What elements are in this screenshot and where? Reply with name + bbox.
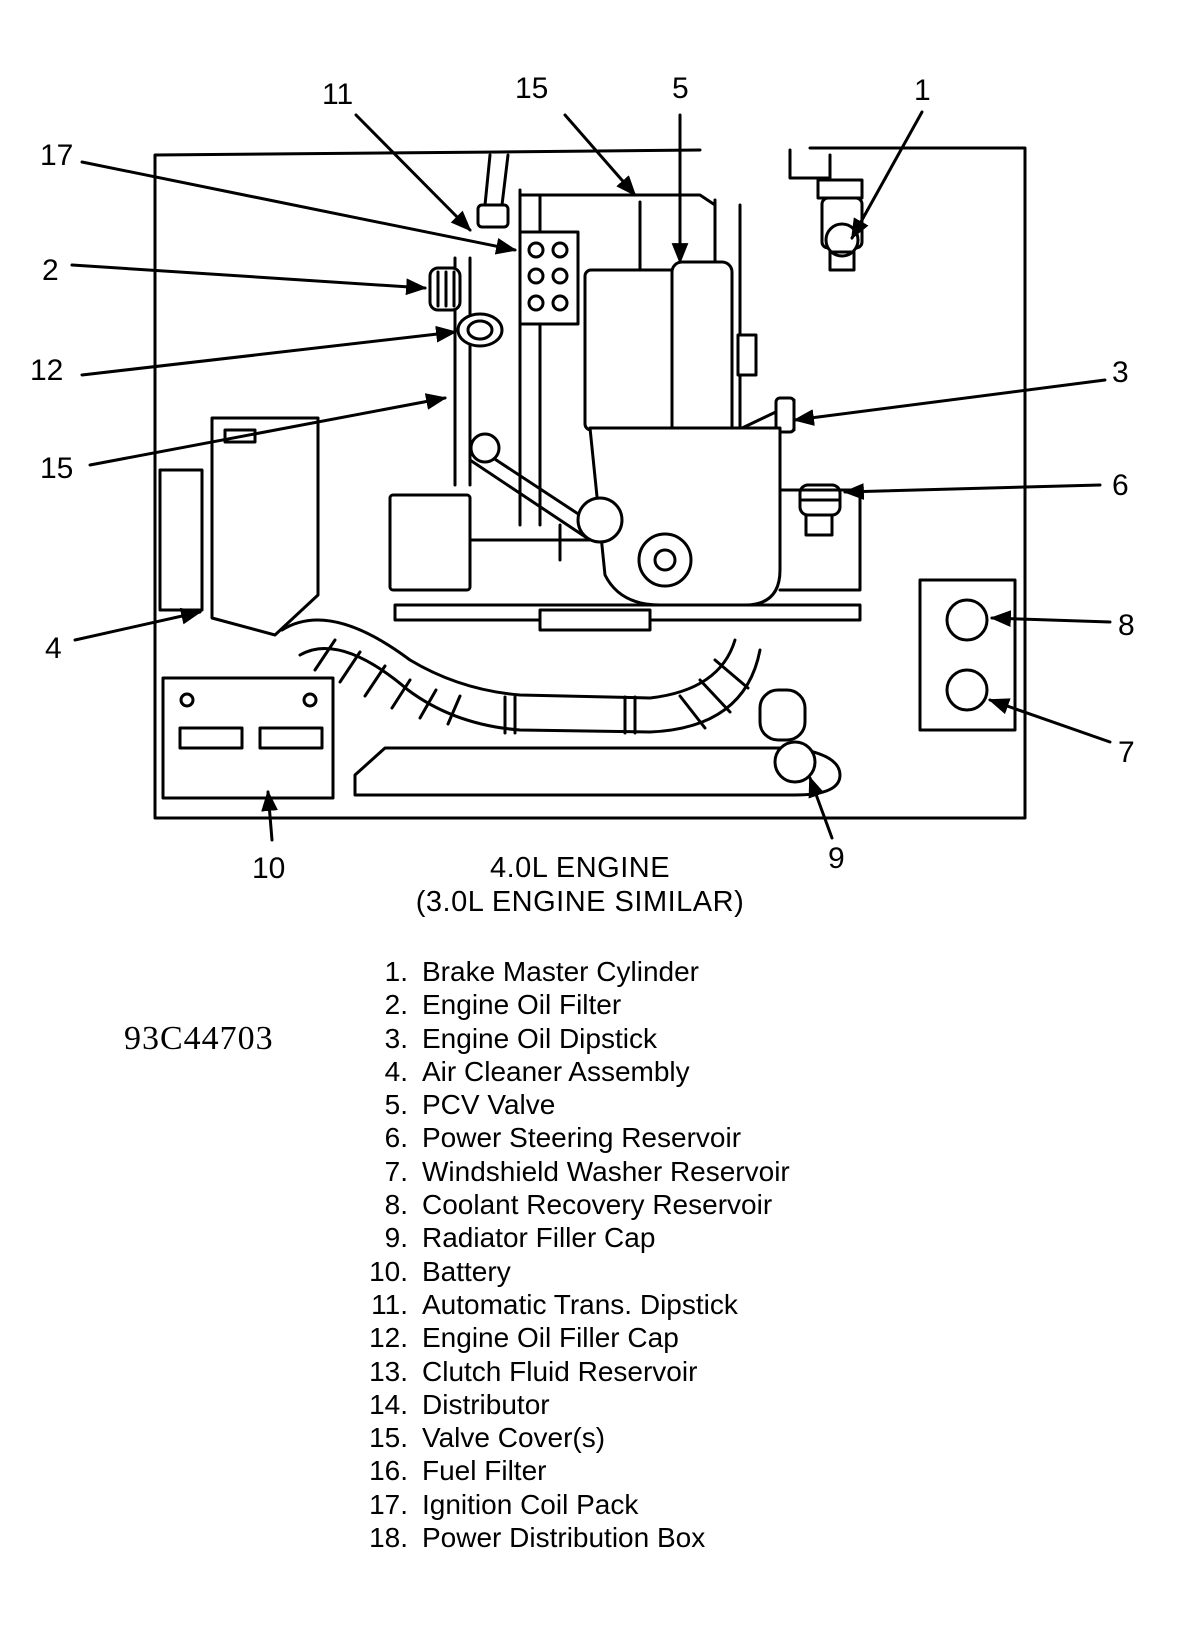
legend-item-number: 12. [369,1322,408,1354]
legend-item-label: Coolant Recovery Reservoir [422,1189,773,1221]
legend-item-label: Power Distribution Box [422,1522,706,1554]
brake-master-cylinder [788,148,864,272]
legend-item-number: 11. [371,1288,408,1320]
legend-item-label: Engine Oil Filter [422,989,622,1021]
legend-item: 7. Windshield Washer Reservoir [356,1155,790,1188]
legend-item: 15. Valve Cover(s) [356,1421,790,1454]
legend-item-number: 17. [369,1488,408,1520]
engine-compartment-diagram: 11 15 5 1 17 2 12 3 15 6 4 8 7 10 9 [30,72,1135,885]
legend-item: 9. Radiator Filler Cap [356,1221,790,1254]
callout-12: 12 [30,354,63,387]
legend-item: 18. Power Distribution Box [356,1521,790,1554]
legend-item-label: Fuel Filter [422,1455,547,1487]
legend-item: 8. Coolant Recovery Reservoir [356,1188,790,1221]
diagram-caption-title: 4.0L ENGINE [489,852,671,884]
radiator-filler-cap [773,740,817,784]
legend-item-number: 4. [384,1055,408,1087]
legend-item-label: Battery [422,1255,511,1287]
coolant-recovery-reservoir [945,598,989,642]
callout-10: 10 [252,852,285,885]
leader-lines [70,110,1112,842]
callout-15-left: 15 [40,452,73,485]
legend-item-label: Clutch Fluid Reservoir [422,1355,698,1387]
legend-item: 4. Air Cleaner Assembly [356,1055,790,1088]
oil-filter [428,266,462,312]
legend-item-number: 1. [384,956,408,987]
legend-item-number: 15. [369,1422,408,1454]
legend-item-number: 2. [384,989,408,1021]
callout-3: 3 [1112,356,1129,389]
callout-2: 2 [42,254,59,287]
reservoir-panel [918,578,1017,732]
radiator [353,740,842,797]
engine-bay-outline [153,146,1027,820]
callout-9: 9 [828,842,845,875]
legend-item-label: Radiator Filler Cap [422,1222,656,1254]
callout-5: 5 [672,72,689,105]
legend-item: 2. Engine Oil Filter [356,988,790,1021]
legend-item-number: 5. [384,1089,408,1121]
oil-filler-cap [456,312,504,348]
legend-item-number: 14. [369,1388,408,1420]
callout-17: 17 [40,139,73,172]
callout-15-top: 15 [515,72,548,105]
legend-item: 3. Engine Oil Dipstick [356,1022,790,1055]
legend-item-label: Brake Master Cylinder [422,956,699,987]
legend-item: 16. Fuel Filter [356,1454,790,1487]
engine-block [393,426,862,632]
trans-dipstick-handle [476,153,510,229]
legend-item-label: Windshield Washer Reservoir [422,1155,790,1187]
legend-item: 6. Power Steering Reservoir [356,1121,790,1154]
legend-item-label: Engine Oil Filler Cap [422,1322,679,1354]
legend-item-number: 7. [384,1155,408,1187]
legend-item: 14. Distributor [356,1388,790,1421]
legend-item: 13. Clutch Fluid Reservoir [356,1355,790,1388]
callout-8: 8 [1118,609,1135,642]
diagram-caption-subtitle: (3.0L ENGINE SIMILAR) [415,886,745,918]
legend-item: 1. Brake Master Cylinder [356,955,790,988]
legend-item-number: 16. [369,1455,408,1487]
legend-item-label: Air Cleaner Assembly [422,1055,690,1087]
legend-item-number: 3. [384,1022,408,1054]
legend-item-label: Valve Cover(s) [422,1422,606,1454]
legend-item-label: Engine Oil Dipstick [422,1022,657,1054]
legend-item-label: Automatic Trans. Dipstick [422,1288,738,1320]
legend-item-number: 9. [384,1222,408,1254]
legend-item-number: 10. [369,1255,408,1287]
legend-item-number: 13. [369,1355,408,1387]
legend-list: 1. Brake Master Cylinder 2. Engine Oil Filt… [356,955,790,1554]
legend-item-number: 18. [369,1522,408,1554]
air-cleaner-assembly [158,416,807,742]
callout-1: 1 [914,74,931,107]
figure-id: 93C44703 [124,1020,274,1057]
legend-item: 12. Engine Oil Filler Cap [356,1321,790,1354]
legend-item-number: 6. [384,1122,408,1154]
legend-item: 5. PCV Valve [356,1088,790,1121]
washer-reservoir [945,668,989,712]
legend-item: 17. Ignition Coil Pack [356,1488,790,1521]
legend-item-label: PCV Valve [422,1089,556,1121]
legend-item: 11. Automatic Trans. Dipstick [356,1288,790,1321]
legend-item-label: Power Steering Reservoir [422,1122,742,1154]
callout-11: 11 [322,78,353,111]
battery [161,676,335,800]
callout-7: 7 [1118,736,1135,769]
power-steering-reservoir [798,483,842,537]
callout-numbers: 11 15 5 1 17 2 12 3 15 6 4 8 7 10 9 [30,72,1135,885]
legend-item-label: Distributor [422,1388,550,1420]
callout-6: 6 [1112,469,1129,502]
legend-item-label: Ignition Coil Pack [422,1488,639,1520]
legend-item: 10. Battery [356,1255,790,1288]
component-block [388,493,472,592]
callout-4: 4 [45,632,62,665]
ignition-coil-pack [518,230,580,326]
legend-item-number: 8. [384,1189,408,1221]
